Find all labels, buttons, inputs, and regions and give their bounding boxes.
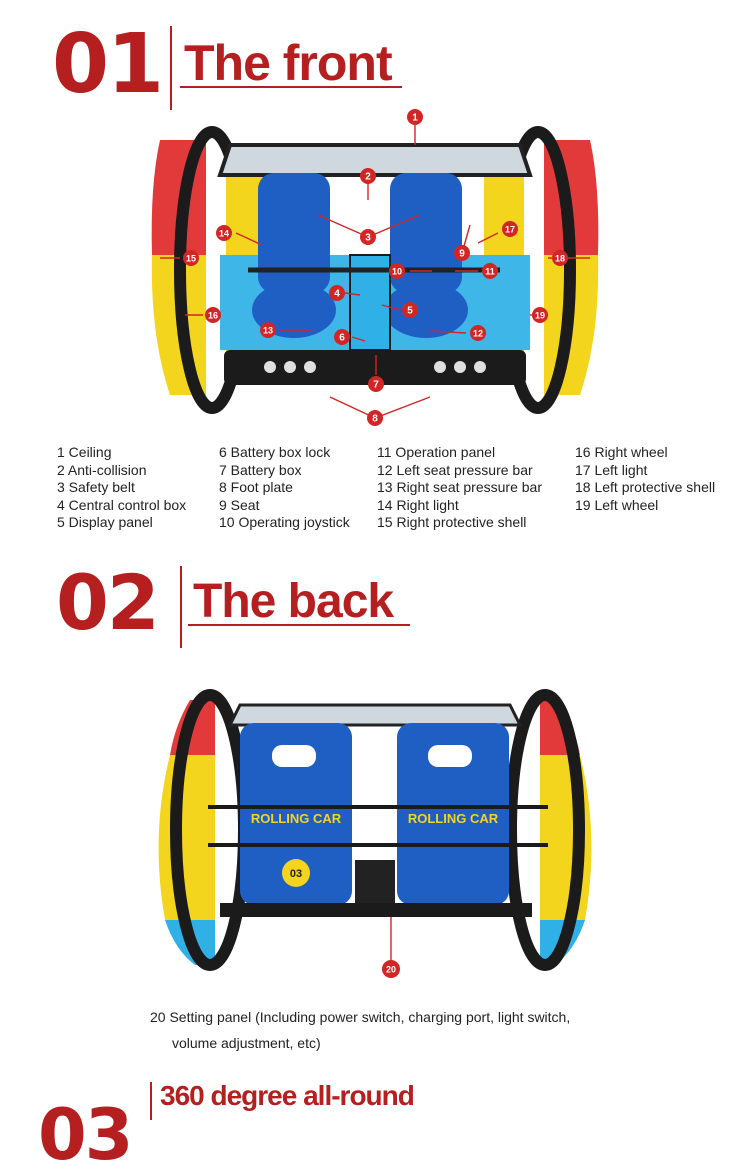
- legend-item: 14 Right light: [377, 496, 459, 513]
- svg-text:11: 11: [485, 267, 495, 277]
- legend-item: 11 Operation panel: [377, 444, 496, 460]
- callout-19: 19: [532, 307, 548, 323]
- legend-column-4: 16 Right wheel 17 Left light 18 Left pro…: [575, 444, 715, 514]
- front-view-photo: 1 2 3 4 5 6 7 8 9 10 11 12 13 14 15 16 1…: [151, 109, 599, 426]
- callout-5: 5: [402, 302, 418, 318]
- svg-text:8: 8: [372, 414, 378, 425]
- seat-back-left: [240, 723, 352, 905]
- svg-text:2: 2: [365, 172, 371, 183]
- legend-column-3: 11 Operation panel 12 Left seat pressure…: [377, 444, 542, 532]
- svg-text:15: 15: [186, 254, 196, 264]
- seat-cushion-left: [384, 282, 468, 338]
- legend-item: 2 Anti-collision: [57, 461, 147, 478]
- callout-2: 2: [360, 168, 376, 184]
- seat-number-badge: [282, 859, 310, 887]
- callout-16: 16: [205, 307, 221, 323]
- section-number-02: 02: [56, 558, 160, 647]
- svg-text:12: 12: [473, 329, 483, 339]
- svg-text:14: 14: [219, 229, 229, 239]
- shell-yellow-left: [158, 755, 215, 920]
- legend-item: 17 Left light: [575, 461, 648, 478]
- section-title-back: The back: [193, 575, 394, 628]
- callout-1: 1: [407, 109, 423, 125]
- legend-item: 5 Display panel: [57, 514, 153, 530]
- svg-text:20: 20: [386, 965, 396, 975]
- section-title-front: The front: [184, 35, 393, 91]
- section-divider: [180, 566, 182, 648]
- callout-12: 12: [470, 325, 486, 341]
- svg-text:4: 4: [334, 289, 340, 300]
- legend-item: 6 Battery box lock: [219, 444, 331, 460]
- legend-item: 7 Battery box: [219, 461, 302, 478]
- seat-logo-left: ROLLING CAR: [251, 811, 342, 826]
- legend-item: 19 Left wheel: [575, 496, 659, 513]
- section-divider: [170, 26, 172, 110]
- front-parts-legend: 1 Ceiling 2 Anti-collision 3 Safety belt…: [0, 444, 750, 536]
- seat-back-right: [397, 723, 509, 905]
- legend-item: 3 Safety belt: [57, 479, 135, 495]
- callout-14: 14: [216, 225, 232, 241]
- callout-20: 20: [382, 960, 400, 978]
- svg-text:6: 6: [339, 333, 345, 344]
- section-divider: [150, 1082, 152, 1120]
- svg-text:5: 5: [407, 306, 413, 317]
- section-number-03: 03: [38, 1094, 133, 1176]
- svg-text:3: 3: [365, 233, 371, 244]
- callout-18: 18: [552, 250, 568, 266]
- legend-item: 9 Seat: [219, 496, 260, 513]
- legend-column-1: 1 Ceiling 2 Anti-collision 3 Safety belt…: [57, 444, 186, 532]
- callout-3: 3: [360, 229, 376, 245]
- section-title-underline: [180, 86, 402, 88]
- svg-text:1: 1: [412, 113, 418, 124]
- svg-text:17: 17: [505, 225, 515, 235]
- callout-11: 11: [482, 263, 498, 279]
- note-line-2: volume adjustment, etc): [172, 1035, 321, 1051]
- svg-text:10: 10: [392, 267, 402, 277]
- legend-item: 15 Right protective shell: [377, 514, 527, 530]
- legend-item: 8 Foot plate: [219, 479, 293, 495]
- note-line-1: 20 Setting panel (Including power switch…: [150, 1009, 571, 1025]
- svg-text:9: 9: [459, 249, 465, 260]
- section-title-360: 360 degree all-round: [160, 1080, 415, 1111]
- frame-top: [227, 703, 523, 727]
- legend-item: 13 Right seat pressure bar: [377, 479, 542, 495]
- seat-right: [258, 173, 330, 293]
- svg-text:13: 13: [263, 326, 273, 336]
- wheel-right: [505, 689, 585, 971]
- callout-7: 7: [368, 376, 384, 392]
- seat-left: [390, 173, 462, 293]
- legend-item: 16 Right wheel: [575, 444, 668, 460]
- legend-item: 4 Central control box: [57, 496, 187, 513]
- section-title-underline: [188, 624, 410, 626]
- svg-text:16: 16: [208, 311, 218, 321]
- legend-item: 1 Ceiling: [57, 444, 112, 460]
- back-view-photo: ROLLING CAR ROLLING CAR 03 20: [158, 689, 592, 978]
- callout-15: 15: [183, 250, 199, 266]
- callout-17: 17: [502, 221, 518, 237]
- base-frame: [220, 903, 532, 917]
- svg-text:19: 19: [535, 311, 545, 321]
- legend-item: 18 Left protective shell: [575, 479, 716, 495]
- section-number-01: 01: [52, 17, 164, 112]
- setting-panel-note: 20 Setting panel (Including power switch…: [150, 1004, 710, 1056]
- callout-10: 10: [389, 263, 405, 279]
- ceiling: [217, 143, 533, 177]
- foot-plate: [224, 350, 526, 385]
- callout-9: 9: [454, 245, 470, 261]
- svg-text:7: 7: [373, 380, 379, 391]
- legend-column-2: 6 Battery box lock 7 Battery box 8 Foot …: [219, 444, 350, 532]
- setting-panel: [355, 860, 395, 905]
- callout-8: 8: [367, 410, 383, 426]
- legend-item: 12 Left seat pressure bar: [377, 461, 533, 478]
- callout-13: 13: [260, 322, 276, 338]
- callout-4: 4: [329, 285, 345, 301]
- callout-6: 6: [334, 329, 350, 345]
- legend-item: 10 Operating joystick: [219, 514, 350, 530]
- seat-logo-right: ROLLING CAR: [408, 811, 499, 826]
- svg-text:18: 18: [555, 254, 565, 264]
- svg-text:03: 03: [290, 868, 302, 880]
